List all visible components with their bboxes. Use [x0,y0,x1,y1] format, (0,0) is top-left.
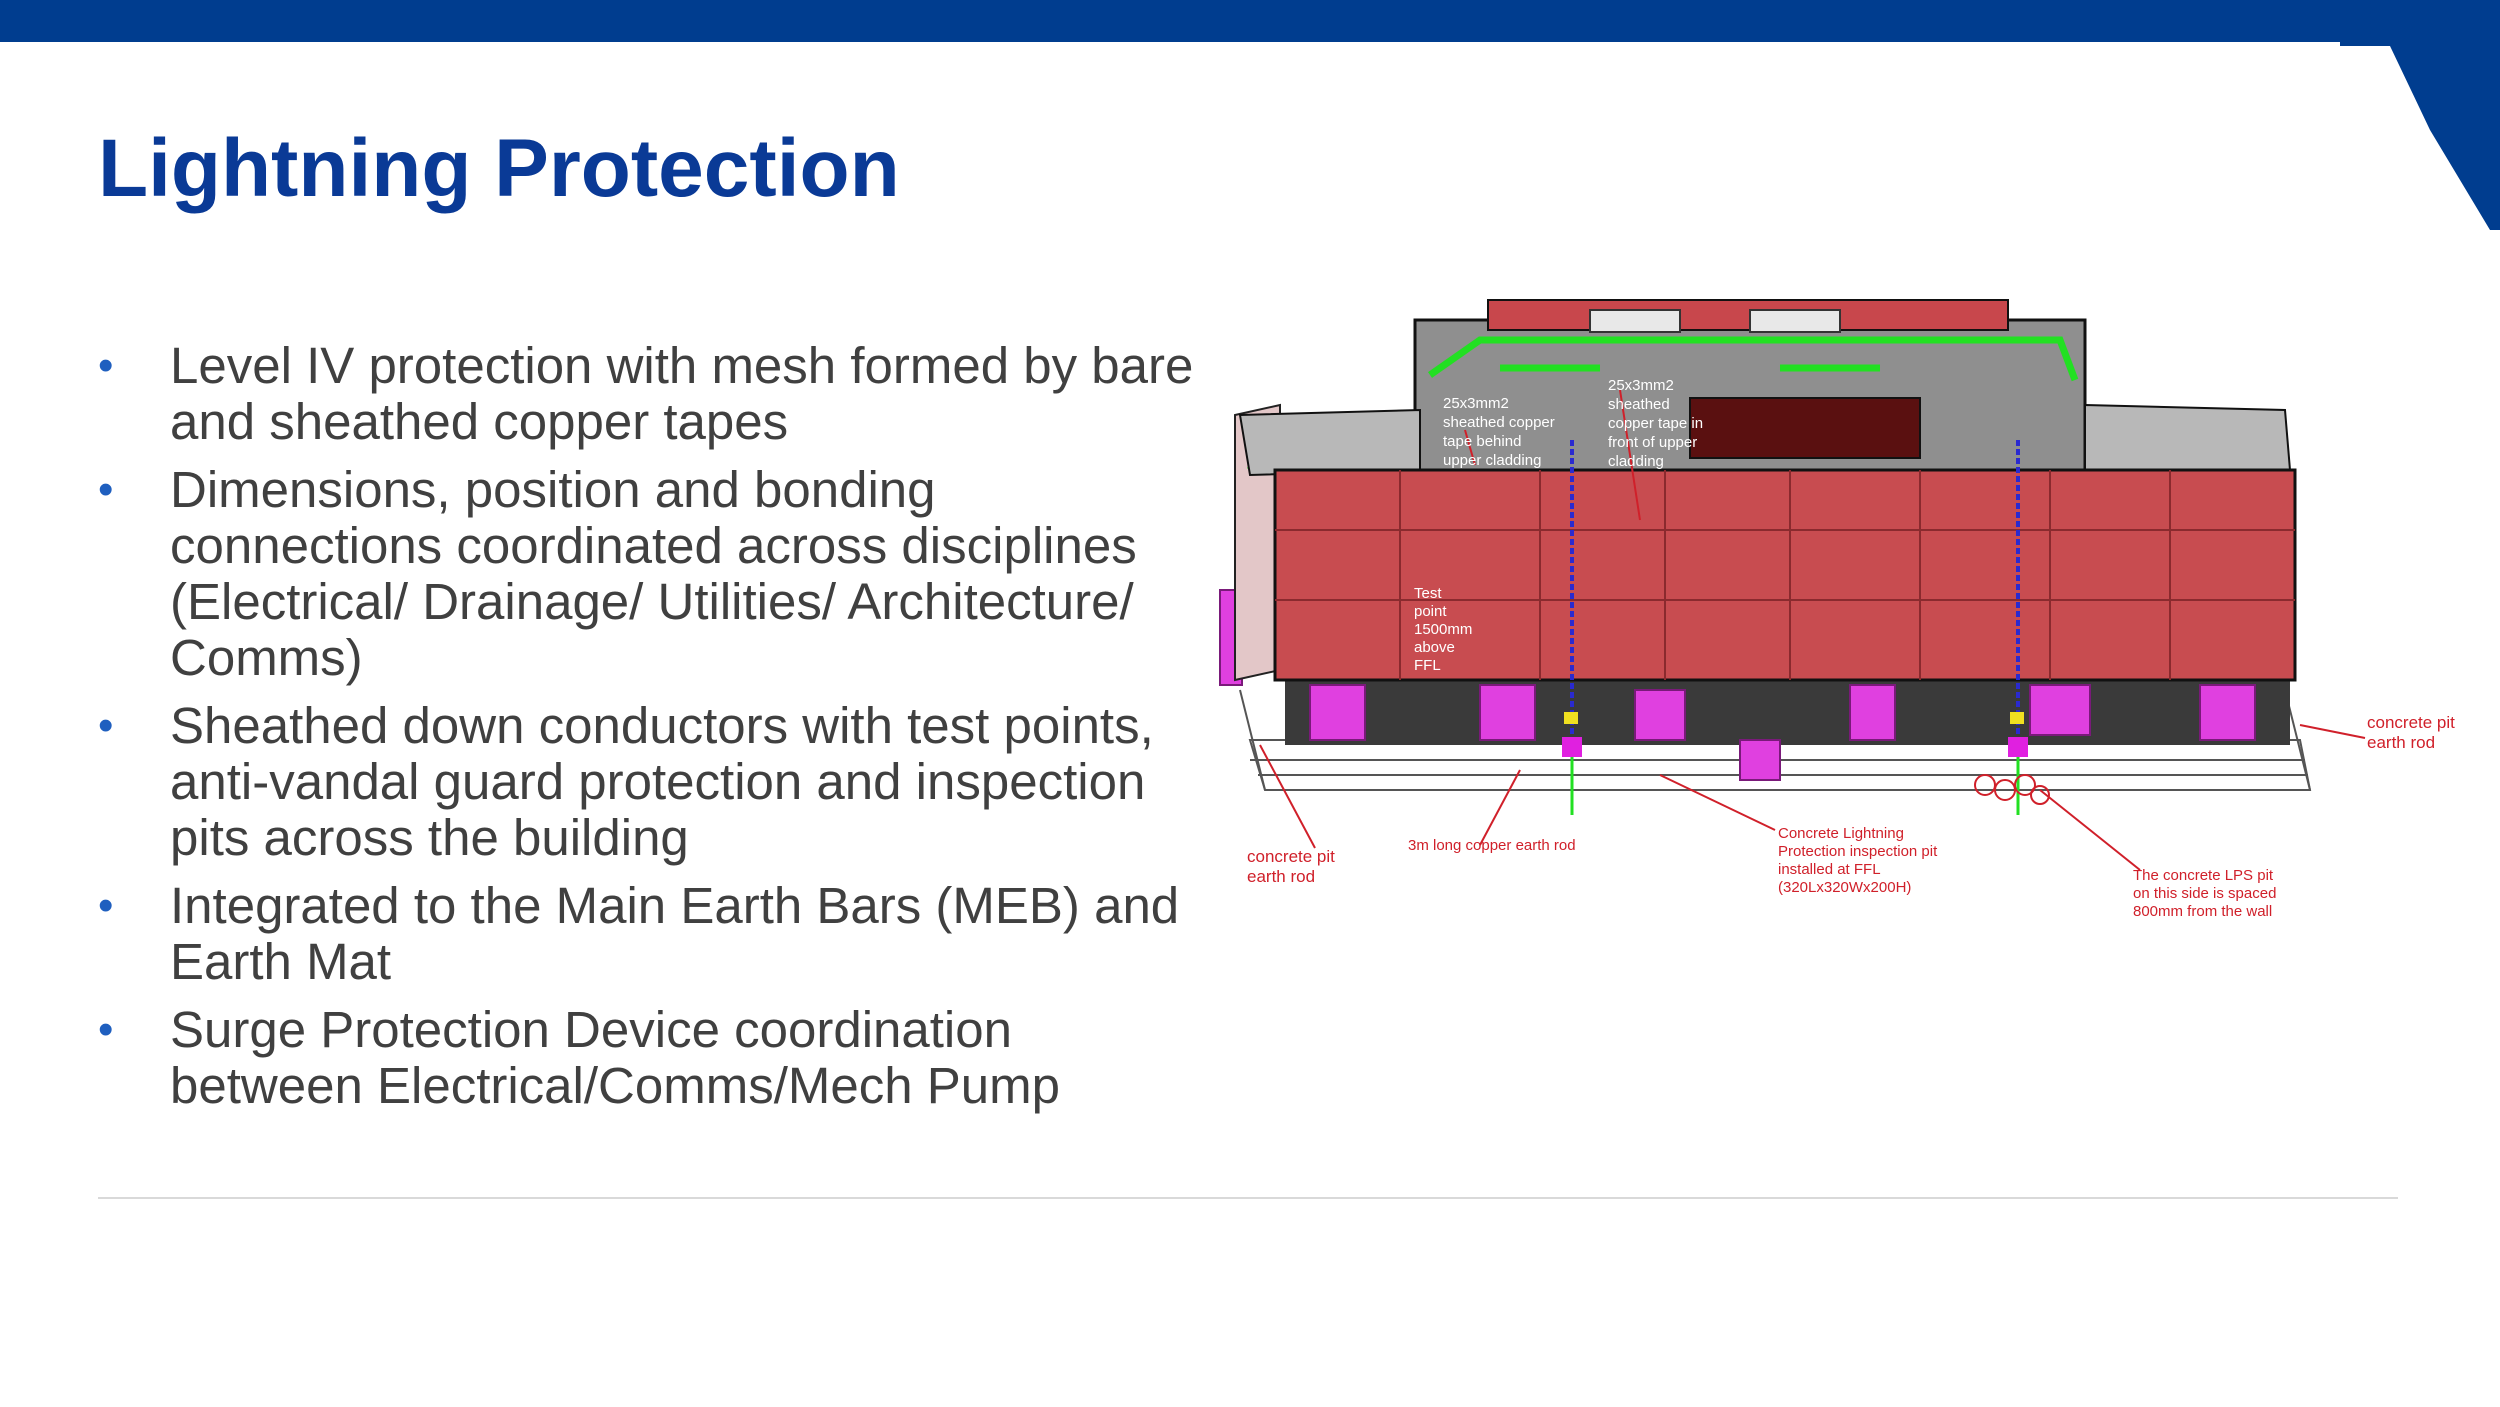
upper-parapet [1487,299,2009,331]
label-tape-behind: 25x3mm2 sheathed copper tape behind uppe… [1443,395,1559,469]
cladding-panels [1275,470,2295,680]
label-tape-front: 25x3mm2 sheathed copper tape in front of… [1608,377,1707,470]
roof-skylight [1689,397,1921,459]
magenta-panels [1219,589,2256,781]
bullet-dot: • [98,1005,114,1054]
bullet-dot: • [98,465,114,514]
bullet-item: •Sheathed down conductors with test poin… [98,697,1154,866]
header-bar [0,0,2500,42]
slide-title: Lightning Protection [98,123,900,214]
building-lps-diagram: 25x3mm2 sheathed copper tape behind uppe… [1219,299,2460,920]
bullet-dot: • [98,881,114,930]
roof-plant [1589,309,1681,333]
label-test-point: Test point 1500mm above FFL [1414,585,1477,674]
label-inspection-pit: Concrete Lightning Protection inspection… [1778,825,1941,896]
bullet-item: •Dimensions, position and bonding connec… [98,461,1137,686]
label-pit-left: concrete pit earth rod [1247,847,1340,886]
bullet-list: •Level IV protection with mesh formed by… [98,338,1198,1126]
bullet-dot: • [98,341,114,390]
roof-plant [1749,309,1841,333]
label-lps-pit: The concrete LPS pit on this side is spa… [2133,867,2281,920]
right-roof [2084,403,2292,471]
label-earth-rod: 3m long copper earth rod [1408,837,1576,854]
down-conductors [1562,440,2028,815]
bullet-item: •Surge Protection Device coordination be… [98,1001,1060,1114]
bullet-item: •Integrated to the Main Earth Bars (MEB)… [98,877,1180,990]
left-roof [1238,408,1421,477]
lower-level [1285,680,2290,745]
bullet-item: •Level IV protection with mesh formed by… [98,337,1194,450]
bullet-dot: • [98,701,114,750]
footer-divider [98,1197,2398,1199]
label-pit-right: concrete pit earth rod [2367,713,2460,752]
annotation-leaders [1259,389,2366,871]
revision-cloud [1974,774,2050,805]
main-cladding [1273,468,2297,682]
corner-accent [2340,0,2500,230]
